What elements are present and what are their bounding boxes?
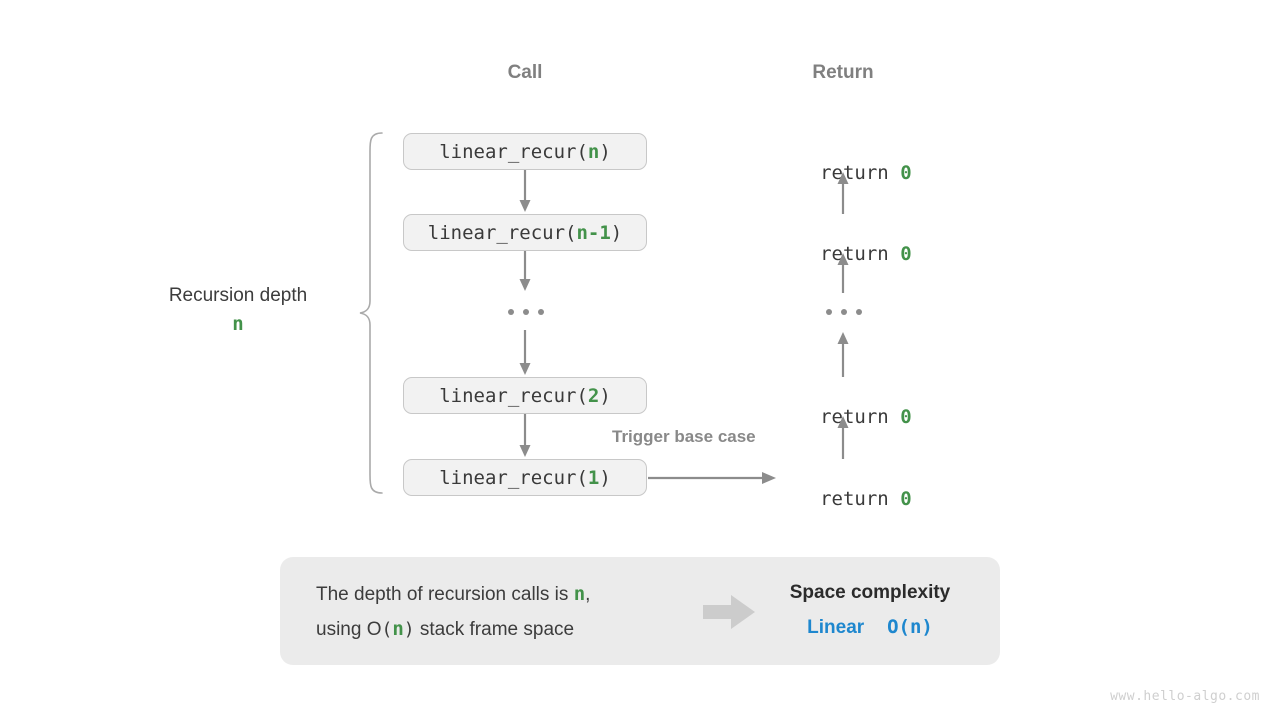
summary-conclusion: Space complexity Linear O(n) <box>770 576 970 646</box>
summary-line1-text-a: The depth of recursion calls is <box>316 584 574 605</box>
call-frame-arg-3: 1 <box>587 466 600 489</box>
call-arrow-1-to-ellipsis <box>519 251 531 291</box>
return-keyword-1: return <box>820 243 901 265</box>
return-arrow-3-to-2 <box>837 416 849 459</box>
call-frame-prefix-3: linear_recur( <box>439 466 588 489</box>
return-label-0: return 0 <box>763 140 923 206</box>
call-arrow-2-to-3 <box>519 414 531 457</box>
recursion-depth-label: Recursion depth n <box>138 283 338 339</box>
summary-panel: The depth of recursion calls is n, using… <box>280 557 1000 665</box>
summary-line1-var: n <box>573 583 586 605</box>
call-frame-suffix-0: ) <box>599 140 611 163</box>
return-label-1: return 0 <box>763 221 923 287</box>
call-frame-box-2[interactable]: linear_recur(2) <box>403 377 647 414</box>
return-label-2: return 0 <box>763 384 923 450</box>
watermark: www.hello-algo.com <box>1110 689 1260 704</box>
return-keyword-3: return <box>820 488 901 510</box>
call-arrow-0-to-1 <box>519 170 531 212</box>
recursion-depth-text: Recursion depth <box>168 285 308 306</box>
column-header-return: Return <box>812 62 874 83</box>
complexity-class-label: Linear <box>807 617 865 638</box>
return-arrow-1-to-0 <box>837 172 849 214</box>
summary-description: The depth of recursion calls is n, using… <box>316 577 696 647</box>
space-complexity-heading: Space complexity <box>789 582 951 603</box>
return-keyword-0: return <box>820 162 901 184</box>
call-frame-box-0[interactable]: linear_recur(n) <box>403 133 647 170</box>
ellipsis-dot <box>508 309 514 315</box>
summary-line2-text-e: stack frame space <box>414 619 575 640</box>
column-header-call: Call <box>507 62 543 83</box>
complexity-notation <box>864 616 887 638</box>
ellipsis-dot <box>856 309 862 315</box>
call-frame-box-1[interactable]: linear_recur(n-1) <box>403 214 647 251</box>
summary-line2-text-a: using O <box>316 619 382 640</box>
call-frame-arg-2: 2 <box>587 384 600 407</box>
base-case-arrow <box>648 472 776 484</box>
call-frame-arg-1: n-1 <box>576 221 611 244</box>
ellipsis-dot <box>841 309 847 315</box>
call-frame-arg-0: n <box>587 140 600 163</box>
call-arrow-ellipsis-to-2 <box>519 330 531 375</box>
summary-line2-paren-open: ( <box>381 619 393 640</box>
ellipsis-dot <box>523 309 529 315</box>
call-frame-box-3[interactable]: linear_recur(1) <box>403 459 647 496</box>
ellipsis-dot <box>826 309 832 315</box>
call-frame-suffix-1: ) <box>610 221 623 244</box>
call-frame-prefix-1: linear_recur( <box>427 221 577 244</box>
call-ellipsis <box>508 309 544 315</box>
return-value-1: 0 <box>900 243 912 265</box>
call-frame-prefix-2: linear_recur( <box>439 384 588 407</box>
return-keyword-2: return <box>820 406 901 428</box>
return-value-0: 0 <box>900 162 912 184</box>
return-arrow-ellipsis-to-1 <box>837 253 849 293</box>
summary-line-2: using O(n) stack frame space <box>316 612 696 647</box>
return-value-3: 0 <box>900 488 912 510</box>
return-value-2: 0 <box>900 406 912 428</box>
return-arrow-2-to-ellipsis <box>837 332 849 377</box>
call-frame-suffix-2: ) <box>599 384 611 407</box>
summary-line-1: The depth of recursion calls is n, <box>316 577 696 612</box>
call-frame-prefix-0: linear_recur( <box>439 140 588 163</box>
complexity-bigo: O(n) <box>887 616 933 638</box>
recursion-depth-value: n <box>232 313 244 335</box>
summary-line2-paren-close: ) <box>403 619 415 640</box>
space-complexity-result: Linear O(n) <box>770 610 970 646</box>
summary-line2-var: n <box>392 618 404 640</box>
recursion-depth-brace <box>359 132 383 494</box>
summary-line1-text-c: , <box>585 584 591 605</box>
return-label-3: return 0 <box>763 466 923 532</box>
return-ellipsis <box>826 309 862 315</box>
implies-block-arrow-icon <box>703 595 755 629</box>
trigger-base-case-note: Trigger base case <box>612 427 756 446</box>
ellipsis-dot <box>538 309 544 315</box>
call-frame-suffix-3: ) <box>599 466 611 489</box>
